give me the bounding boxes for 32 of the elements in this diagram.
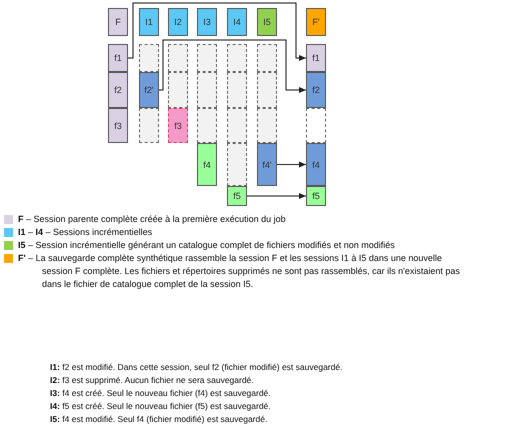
file-block: f5 (227, 186, 247, 206)
note-text: I1: f2 est modifié. Dans cette session, seul f2 (fichier modifié) est sauvegardé. (50, 362, 342, 372)
session-header: I5 (257, 8, 277, 36)
session-header: I2 (168, 8, 188, 36)
file-block: f4' (257, 143, 277, 186)
arrow (276, 162, 306, 168)
session-header: I3 (197, 8, 217, 36)
arrow (158, 40, 306, 93)
legend-text: I5 – Session incrémentielle générant un catalogue complet de fichiers modifiés et non modifiés (18, 239, 395, 252)
file-block: f1 (306, 44, 326, 72)
note-text: I3: f4 est créé. Seul le nouveau fichier (f4) est sauvegardé. (50, 388, 271, 398)
arrow (128, 2, 306, 61)
file-block: f2 (108, 72, 128, 108)
note-text: I2: f3 est supprimé. Aucun fichier ne sera sauvegardé. (50, 375, 254, 385)
file-block: f1 (108, 44, 128, 72)
file-block: f4 (197, 143, 217, 186)
file-block: f2' (139, 72, 159, 108)
legend-text: F' – La sauvegarde complète synthétique rassemble la session F et les sessions I1 à I5 dans une nouvelle session F complète. Les fichiers et répertoires supprimés ne sont pas rassemblés, car ils n'existaient pas dans le fichier de catalogue complet de la session I5. (18, 252, 461, 291)
legend-text: F – Session parente complète créée à la première exécution du job (18, 213, 286, 226)
legend-text: I1 – I4 – Sessions incrémentielles (18, 226, 152, 239)
deleted-file-block: f3 (168, 108, 188, 143)
arrow (246, 193, 306, 199)
file-block: f5 (306, 186, 326, 206)
session-header: F' (306, 8, 326, 36)
file-block: f3 (108, 108, 128, 143)
note-text: I5: f4 est modifié. Seul f4 (fichier modifié) est sauvegardé. (50, 414, 268, 424)
session-header: F (108, 8, 128, 36)
file-block: f2 (306, 72, 326, 108)
session-header: I4 (227, 8, 247, 36)
file-block: f4 (306, 143, 326, 186)
note-text: I4: f5 est créé. Seul le nouveau fichier (f5) est sauvegardé. (50, 401, 271, 411)
session-header: I1 (139, 8, 159, 36)
